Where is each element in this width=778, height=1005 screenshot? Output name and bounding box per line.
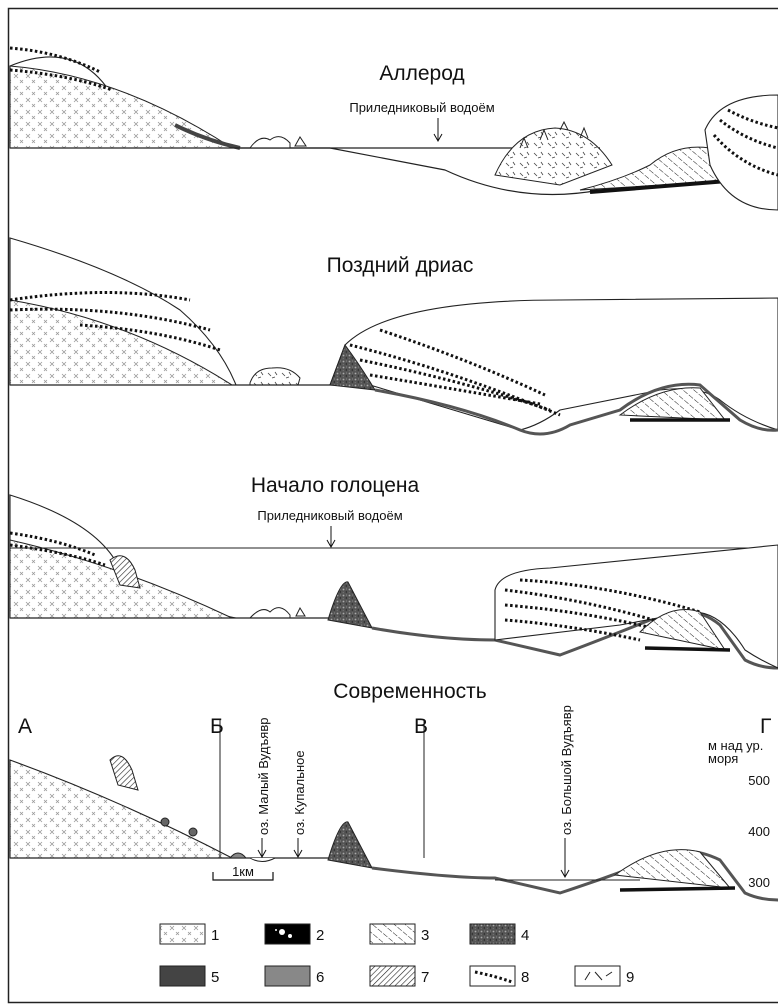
legend-swatch [265,924,310,944]
panel-allerod: Аллерод Приледниковый водоём [10,48,778,210]
legend-label: 3 [421,927,429,944]
arrow-down-icon [327,526,335,547]
section-letter: В [414,715,428,738]
legend-label: 4 [521,927,529,944]
panel-late-dryas: Поздний дриас [10,238,778,434]
legend-swatch [370,966,415,986]
section-letter: Г [760,715,771,738]
altitude-label: моря [708,751,738,766]
lake-label-maly-vudyavr: оз. Малый Вудъявр [256,718,271,835]
altitude-tick: 500 [748,773,770,788]
lake-label-kupalnoe: оз. Купальное [292,750,307,835]
legend-label: 5 [211,969,219,986]
arrow-down-icon [434,118,442,141]
panel-title: Начало голоцена [251,474,420,497]
legend-label: 2 [316,927,324,944]
proglacial-lake-label: Приледниковый водоём [257,508,402,523]
svg-text:1км: 1км [232,864,254,879]
section-letter: А [18,715,32,738]
panel-title: Современность [333,680,486,703]
legend-label: 6 [316,969,324,986]
legend-swatch [370,924,415,944]
altitude-tick: 300 [748,875,770,890]
legend-swatch [575,966,620,986]
legend-label: 9 [626,969,634,986]
panel-title: Поздний дриас [327,254,474,277]
panel-title: Аллерод [379,62,464,85]
altitude-tick: 400 [748,824,770,839]
legend-label: 1 [211,927,219,944]
legend-swatch [470,966,515,986]
legend-swatch [265,966,310,986]
arrow-down-icon [561,838,569,877]
panel-present: Современность [10,680,778,900]
legend: 1 2 3 4 5 6 7 8 9 [160,924,634,986]
proglacial-lake-label: Приледниковый водоём [349,100,494,115]
legend-swatch [160,924,205,944]
panel-early-holocene: Начало голоцена Приледниковый водоём [10,474,778,668]
lake-label-bolshoy-vudyavr: оз. Большой Вудъявр [559,705,574,835]
section-letter: Б [210,715,224,738]
arrow-down-icon [258,838,266,857]
legend-label: 7 [421,969,429,986]
legend-swatch [160,966,205,986]
arrow-down-icon [294,838,302,857]
legend-label: 8 [521,969,529,986]
scale-bar: 1км [213,864,273,880]
legend-swatch [470,924,515,944]
